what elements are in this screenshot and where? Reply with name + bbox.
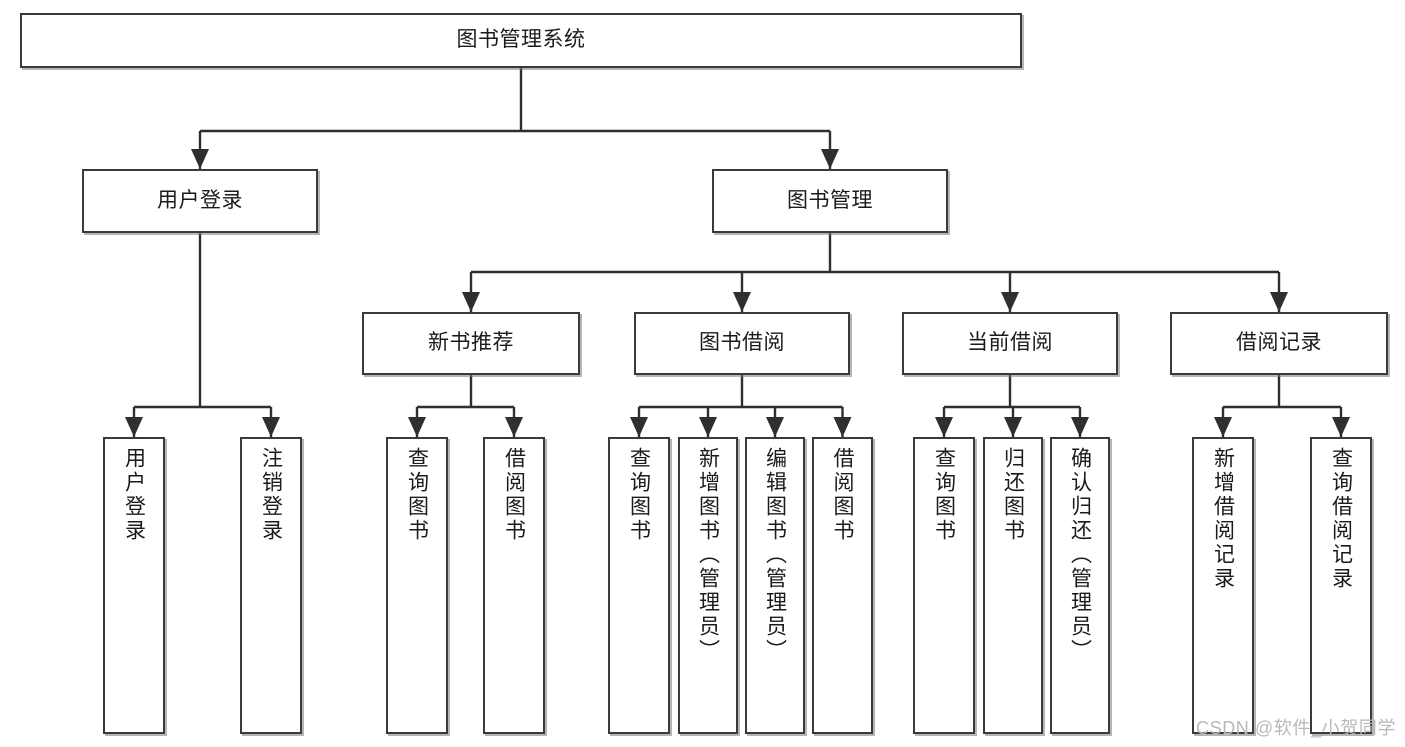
node-label: 查询图书 <box>405 447 429 543</box>
node-nb-a[interactable]: 查询图书 <box>386 437 448 734</box>
node-login-a[interactable]: 用户登录 <box>103 437 165 734</box>
node-label: 新增图书（管理员） <box>696 447 720 663</box>
node-label: 编辑图书（管理员） <box>763 447 787 663</box>
arrow-head-nb-b <box>505 417 523 437</box>
node-label: 归还图书 <box>1001 447 1025 543</box>
node-label: 确认归还（管理员） <box>1068 447 1092 663</box>
node-cu-c[interactable]: 确认归还（管理员） <box>1050 437 1110 734</box>
node-bookmgmt[interactable]: 图书管理 <box>712 169 948 233</box>
arrow-head-cu-b <box>1004 417 1022 437</box>
node-records[interactable]: 借阅记录 <box>1170 312 1388 375</box>
arrow-head-current <box>1001 292 1019 312</box>
node-login[interactable]: 用户登录 <box>82 169 318 233</box>
arrow-head-bookmgmt <box>821 149 839 169</box>
node-label: 查询图书 <box>627 447 651 543</box>
arrow-head-records <box>1270 292 1288 312</box>
arrow-head-re-a <box>1214 417 1232 437</box>
arrow-head-login-a <box>125 417 143 437</box>
node-current[interactable]: 当前借阅 <box>902 312 1118 375</box>
node-label: 新增借阅记录 <box>1211 447 1235 591</box>
arrow-head-bo-a <box>630 417 648 437</box>
node-label: 查询借阅记录 <box>1329 447 1353 591</box>
watermark-text: CSDN @软件_小贺同学 <box>1196 718 1397 738</box>
arrow-head-cu-a <box>935 417 953 437</box>
node-label: 当前借阅 <box>967 331 1053 355</box>
node-re-b[interactable]: 查询借阅记录 <box>1310 437 1372 734</box>
node-root[interactable]: 图书管理系统 <box>20 13 1022 68</box>
arrow-head-cu-c <box>1071 417 1089 437</box>
arrow-head-bo-d <box>833 417 852 437</box>
node-label: 用户登录 <box>122 447 146 543</box>
node-nb-b[interactable]: 借阅图书 <box>483 437 545 734</box>
arrow-head-bo-c <box>766 417 784 437</box>
arrow-head-login <box>191 149 209 169</box>
node-cu-b[interactable]: 归还图书 <box>983 437 1043 734</box>
arrow-head-bo-b <box>699 417 717 437</box>
node-bo-d[interactable]: 借阅图书 <box>812 437 873 734</box>
node-label: 图书借阅 <box>699 331 785 355</box>
arrow-head-login-b <box>262 417 280 437</box>
node-label: 借阅图书 <box>502 447 526 543</box>
arrow-head-newbook <box>462 292 480 312</box>
arrow-head-borrow <box>733 292 751 312</box>
node-label: 借阅记录 <box>1236 331 1322 355</box>
node-label: 注销登录 <box>259 447 283 543</box>
node-label: 用户登录 <box>157 188 243 212</box>
node-borrow[interactable]: 图书借阅 <box>634 312 850 375</box>
node-label: 图书管理 <box>787 188 873 212</box>
node-login-b[interactable]: 注销登录 <box>240 437 302 734</box>
node-cu-a[interactable]: 查询图书 <box>913 437 975 734</box>
arrow-head-nb-a <box>408 417 426 437</box>
node-bo-a[interactable]: 查询图书 <box>608 437 670 734</box>
node-bo-c[interactable]: 编辑图书（管理员） <box>745 437 805 734</box>
arrow-head-re-b <box>1332 417 1350 437</box>
node-label: 新书推荐 <box>428 331 514 355</box>
node-label: 图书管理系统 <box>456 28 586 52</box>
node-newbook[interactable]: 新书推荐 <box>362 312 580 375</box>
node-label: 借阅图书 <box>831 447 854 543</box>
node-bo-b[interactable]: 新增图书（管理员） <box>678 437 738 734</box>
node-re-a[interactable]: 新增借阅记录 <box>1192 437 1254 734</box>
node-label: 查询图书 <box>932 447 956 543</box>
